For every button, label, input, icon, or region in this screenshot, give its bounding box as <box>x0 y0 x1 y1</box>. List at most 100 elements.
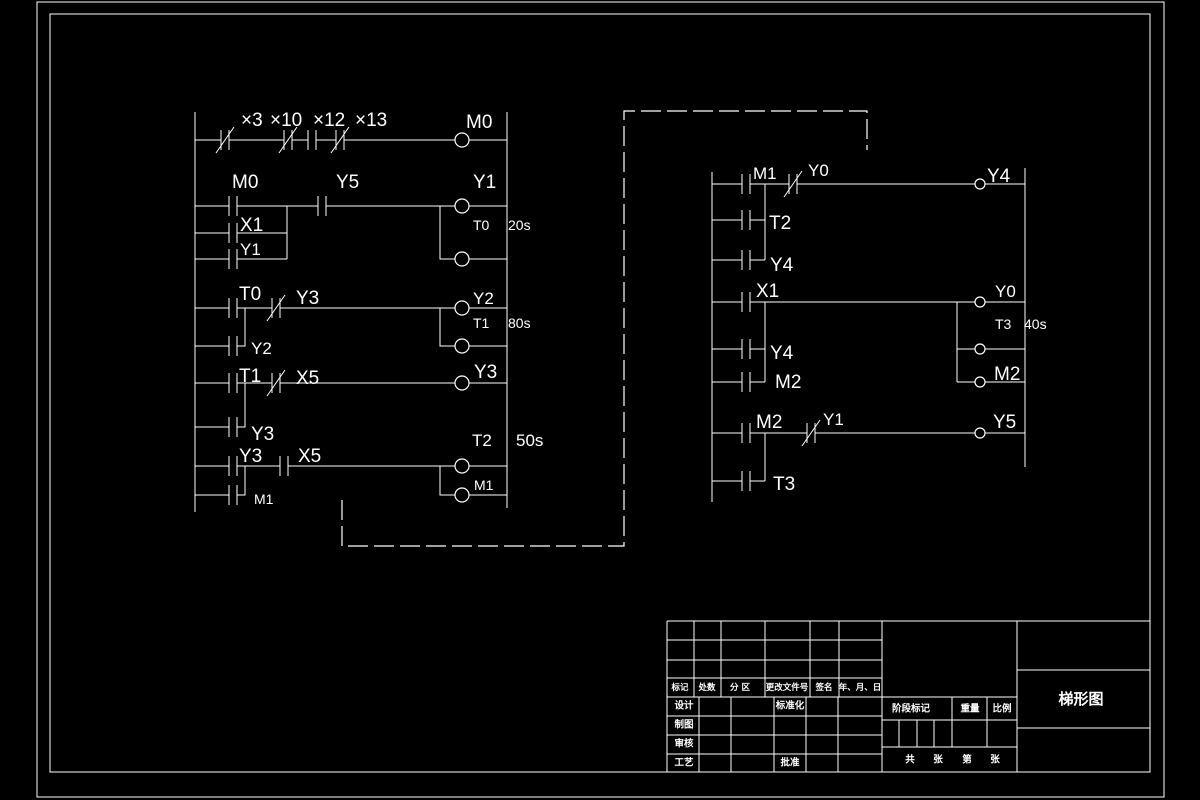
label-y3-parallel: Y3 <box>251 424 274 445</box>
contact-no-m1-right <box>741 174 751 194</box>
right-rung-1-wire <box>712 183 1025 261</box>
contact-no-m2 <box>741 372 751 392</box>
scale-label: 比例 <box>992 703 1011 715</box>
contact-no-y2 <box>228 336 238 356</box>
sheet-index-label: 第 <box>962 754 972 766</box>
contact-nc-x3 <box>215 126 235 154</box>
row-design: 设计 <box>674 700 694 712</box>
coil-timer-t2 <box>454 458 470 474</box>
left-rung-3-wire <box>195 307 507 347</box>
label-y0-nc: Y0 <box>808 161 829 180</box>
header-zone: 分 区 <box>730 682 750 693</box>
label-x5: X5 <box>298 446 321 467</box>
coil-timer-t0 <box>454 251 470 267</box>
contact-nc-y3 <box>266 294 286 322</box>
label-timer-t2-setting: 50s <box>516 431 543 450</box>
contact-no-t1 <box>228 373 238 393</box>
revision-grid <box>666 620 1150 772</box>
sheet-unit-label-1: 张 <box>933 754 943 766</box>
label-t1: T1 <box>239 366 261 387</box>
label-x1-right: X1 <box>756 281 779 302</box>
label-coil-m2: M2 <box>994 364 1020 385</box>
coil-y5 <box>974 427 986 439</box>
label-coil-m0: M0 <box>466 112 492 133</box>
label-m1-parallel: M1 <box>254 491 274 507</box>
coil-y1 <box>454 198 470 214</box>
row-approval: 批准 <box>780 757 800 769</box>
left-rung-4-wire <box>195 382 507 428</box>
label-m2-rung3: M2 <box>756 412 782 433</box>
left-rung-5-wire <box>195 465 507 496</box>
header-mark: 标记 <box>670 682 689 693</box>
label-m2-parallel: M2 <box>775 372 801 393</box>
contact-no-y1 <box>228 249 238 269</box>
contact-no-x1 <box>228 223 238 243</box>
contact-no-x12 <box>307 130 317 150</box>
contact-no-y4-rung2 <box>741 339 751 359</box>
contact-no-t0 <box>228 298 238 318</box>
dashed-connection-line <box>341 110 868 547</box>
label-coil-y0: Y0 <box>995 282 1016 301</box>
coil-y3 <box>454 375 470 391</box>
stage-grid <box>882 697 1017 748</box>
label-timer-t0-setting: 20s <box>508 217 531 233</box>
label-coil-y1: Y1 <box>473 172 496 193</box>
coil-timer-t3 <box>974 343 986 355</box>
header-change-doc: 更改文件号 <box>766 682 809 693</box>
drawing-name: 梯形图 <box>1058 690 1103 708</box>
label-m0: M0 <box>232 172 258 193</box>
label-coil-y2: Y2 <box>473 289 494 308</box>
label-x13: ×13 <box>355 110 387 131</box>
label-coil-m1: M1 <box>474 477 494 493</box>
coil-y2 <box>454 300 470 316</box>
label-timer-t0: T0 <box>473 217 490 233</box>
row-standardization: 标准化 <box>775 700 805 712</box>
right-rung-2-wire <box>712 301 1025 383</box>
header-date: 年、月、日 <box>839 682 882 693</box>
sheet-total-label: 共 <box>905 754 915 766</box>
coil-y0 <box>974 296 986 308</box>
header-count: 处数 <box>697 682 716 693</box>
contact-nc-x13 <box>330 126 350 154</box>
contact-no-t2 <box>741 210 751 230</box>
label-x10: ×10 <box>270 110 302 131</box>
label-y2: Y2 <box>251 339 272 358</box>
title-block: 标记 处数 分 区 更改文件号 签名 年、月、日 设计 标准化 制图 审核 工艺… <box>666 620 1150 772</box>
inner-frame <box>49 13 1151 773</box>
label-x3: ×3 <box>241 110 263 131</box>
weight-label: 重量 <box>960 703 980 715</box>
contact-no-y5 <box>317 196 327 216</box>
label-t2: T2 <box>769 213 791 234</box>
contact-no-y4 <box>741 250 751 270</box>
signature-grid <box>667 621 883 772</box>
label-y3-rung5: Y3 <box>239 446 262 467</box>
label-y3-nc: Y3 <box>296 288 319 309</box>
label-timer-t3: T3 <box>995 316 1012 332</box>
label-y4-rung2: Y4 <box>770 343 794 364</box>
label-x5-nc: X5 <box>296 368 319 389</box>
header-signature: 签名 <box>814 682 832 693</box>
coil-timer-t1 <box>454 338 470 354</box>
contact-no-m1 <box>228 485 238 505</box>
contact-nc-y0 <box>783 170 803 198</box>
label-timer-t1-setting: 80s <box>508 315 531 331</box>
contact-no-y3 <box>228 417 238 437</box>
label-timer-t2: T2 <box>472 431 492 450</box>
label-x12: ×12 <box>313 110 345 131</box>
contact-no-m0 <box>228 196 238 216</box>
left-ladder: ×3 ×10 ×12 ×13 M0 M0 Y5 X1 Y1 Y1 T0 20s … <box>194 110 543 512</box>
label-y1: Y1 <box>240 240 261 259</box>
row-process: 工艺 <box>674 757 694 769</box>
label-coil-y4: Y4 <box>987 166 1011 187</box>
contact-no-x5 <box>279 456 289 476</box>
label-t3: T3 <box>773 474 795 495</box>
row-review: 审核 <box>674 738 694 750</box>
coil-m1 <box>454 487 470 503</box>
drawing-name-grid <box>1016 621 1150 772</box>
right-ladder: M1 Y0 T2 Y4 Y4 X1 Y4 M2 Y0 T3 40s M2 M2 … <box>711 161 1047 502</box>
label-x1: X1 <box>240 215 263 236</box>
contact-no-y3-rung5 <box>228 456 238 476</box>
label-t0: T0 <box>239 284 261 305</box>
right-rung-3-wire <box>712 432 1025 482</box>
